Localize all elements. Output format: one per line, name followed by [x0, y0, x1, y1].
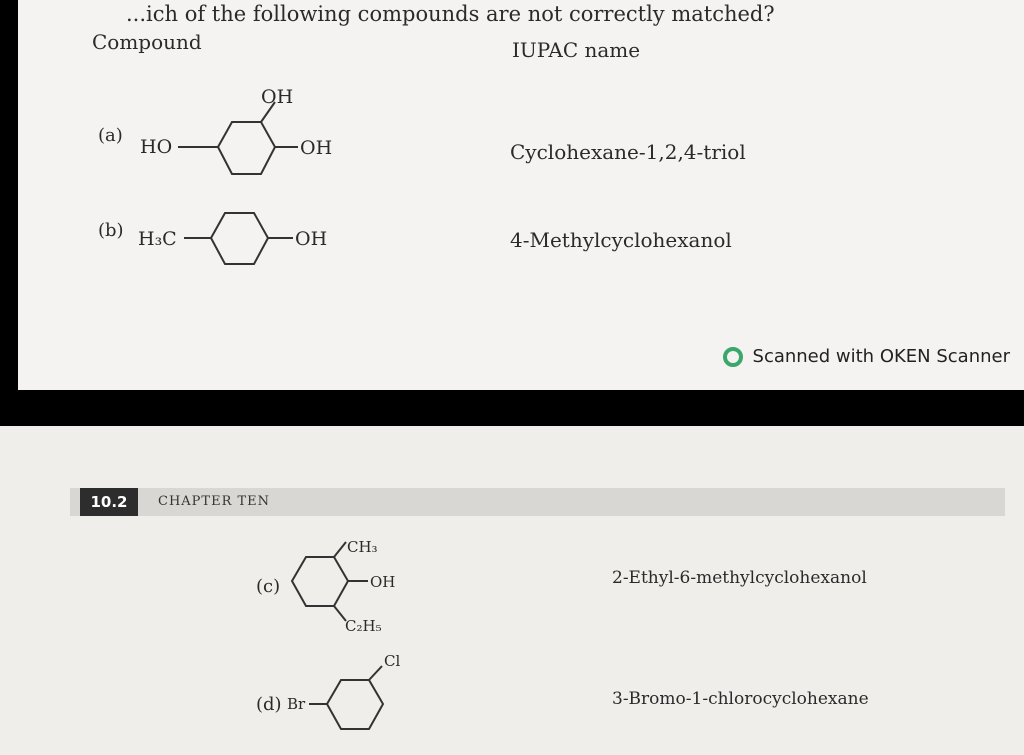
item-c-name: 2-Ethyl-6-methylcyclohexanol	[612, 568, 867, 588]
item-d-sub-cl: Cl	[384, 652, 400, 670]
scanner-text: Scanned with OKEN Scanner	[752, 346, 1010, 367]
item-d-sub-br: Br	[287, 695, 306, 713]
bottom-page: 10.2 CHAPTER TEN (c) CH₃ OH C₂H₅ Br Cl 2…	[0, 426, 1024, 755]
scanner-watermark: Scanned with OKEN Scanner	[722, 346, 1010, 367]
question-text: ...ich of the following compounds are no…	[126, 2, 775, 26]
item-a-label: (a)	[98, 125, 123, 146]
item-b-name: 4-Methylcyclohexanol	[510, 228, 732, 252]
item-a-sub-oh-right: OH	[300, 137, 332, 159]
item-d-name: 3-Bromo-1-chlorocyclohexane	[612, 689, 869, 709]
item-c-sub-ch3: CH₃	[347, 538, 378, 556]
item-a-sub-oh-top: OH	[261, 86, 293, 108]
item-c-sub-c2h5: C₂H₅	[345, 617, 382, 635]
structures-c-d: CH₃ OH C₂H₅ Br Cl	[287, 538, 400, 730]
top-page: ...ich of the following compounds are no…	[18, 0, 1024, 390]
item-b-sub-h3c: H₃C	[138, 228, 177, 250]
iupac-column-header: IUPAC name	[512, 38, 641, 62]
item-a-name: Cyclohexane-1,2,4-triol	[510, 140, 746, 164]
chapter-band	[70, 488, 1005, 516]
item-c-sub-oh: OH	[370, 573, 395, 591]
item-b-sub-oh: OH	[295, 228, 327, 250]
compound-column-header: Compound	[92, 30, 202, 54]
section-number: 10.2	[80, 488, 138, 516]
item-c-label: (c)	[256, 576, 281, 597]
item-a-sub-ho: HO	[140, 136, 172, 158]
item-b-label: (b)	[98, 220, 124, 241]
item-d-label: (d)	[256, 694, 282, 715]
oken-logo-icon	[722, 346, 743, 367]
structure-a: HO OH OH H₃C OH	[138, 86, 332, 265]
chapter-title: CHAPTER TEN	[158, 494, 271, 509]
